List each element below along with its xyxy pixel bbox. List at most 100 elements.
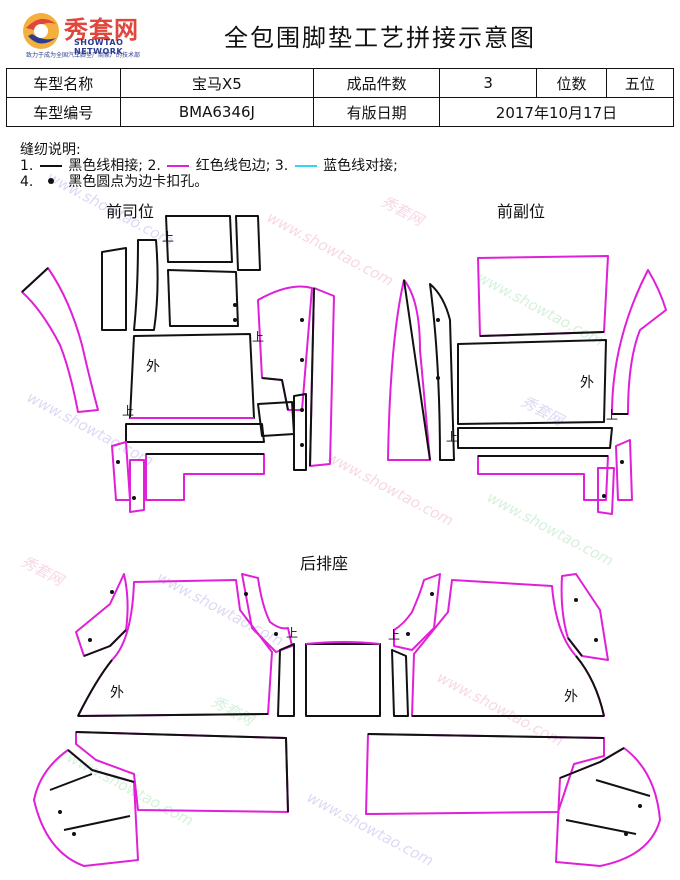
clip-hole-dot xyxy=(624,832,628,836)
clip-hole-dot xyxy=(436,318,440,322)
table-row: 车型名称 宝马X5 成品件数 3 位数 五位 xyxy=(6,68,675,98)
mark-outside: 外 xyxy=(146,359,160,375)
clip-hole-dot xyxy=(132,496,136,500)
black-line-icon xyxy=(39,165,62,167)
clip-hole-dot xyxy=(300,408,304,412)
red-line-icon xyxy=(167,165,190,167)
driver-bottom-left xyxy=(111,441,131,501)
driver-bottom-heel xyxy=(145,453,265,501)
rear-right-strip xyxy=(391,649,409,717)
notes-line-2: 4. 黑色圆点为边卡扣孔。 xyxy=(20,174,660,190)
sewing-notes: 缝纫说明: 1. 黑色线相接; 2. 红色线包边; 3. 蓝色线对接; 4. 黑… xyxy=(20,142,660,190)
label-seats: 位数 xyxy=(536,68,607,98)
passenger-side-left xyxy=(387,279,431,461)
note-num: 3. xyxy=(274,158,289,174)
value-seats: 五位 xyxy=(605,68,675,98)
rear-right-corner xyxy=(555,747,661,867)
driver-front-strip xyxy=(125,423,265,443)
clip-hole-dot xyxy=(300,318,304,322)
value-model-name: 宝马X5 xyxy=(119,68,315,98)
clip-hole-dot xyxy=(274,632,278,636)
note-num: 4. xyxy=(20,174,34,190)
mark-up: 上 xyxy=(388,628,401,642)
label-model-code: 车型编号 xyxy=(6,97,121,127)
logo-text: 秀套网 xyxy=(64,16,139,44)
driver-pillar-center xyxy=(133,239,159,331)
driver-side-flap xyxy=(21,267,99,413)
label-front-driver: 前司位 xyxy=(106,202,155,221)
label-front-passenger: 前副位 xyxy=(497,202,546,221)
rear-left-strip xyxy=(277,643,295,717)
driver-top-small xyxy=(235,215,261,271)
mark-up: 上 xyxy=(252,330,265,344)
driver-mid-block xyxy=(167,269,239,327)
clip-hole-dot xyxy=(110,590,114,594)
mark-outside: 外 xyxy=(564,689,578,705)
clip-holes xyxy=(58,303,642,836)
mark-outside: 外 xyxy=(110,685,124,701)
logo-swirl-icon xyxy=(23,13,59,49)
label-pattern-date: 有版日期 xyxy=(313,97,440,127)
passenger-top-panel xyxy=(477,255,609,337)
mark-up: 上 xyxy=(286,626,299,640)
notes-line-1: 1. 黑色线相接; 2. 红色线包边; 3. 蓝色线对接; xyxy=(20,158,660,174)
label-rear-seat: 后排座 xyxy=(300,554,349,573)
label-piece-count: 成品件数 xyxy=(313,68,440,98)
note-num: 2. xyxy=(147,158,161,174)
rear-left-side xyxy=(75,573,129,657)
driver-pillar-left xyxy=(101,247,127,331)
rear-right-side xyxy=(560,573,609,661)
page-title: 全包围脚垫工艺拼接示意图 xyxy=(224,24,536,52)
rear-left-lower xyxy=(75,731,289,813)
passenger-bottom-heel xyxy=(477,455,609,501)
clip-hole-dot xyxy=(244,592,248,596)
table-row: 车型编号 BMA6346J 有版日期 2017年10月17日 xyxy=(6,97,675,127)
clip-hole-dot xyxy=(406,632,410,636)
driver-top-strip xyxy=(165,215,233,263)
clip-hole-dot xyxy=(430,592,434,596)
clip-hole-dot xyxy=(638,804,642,808)
rear-left-hook xyxy=(241,573,293,653)
passenger-right-flap xyxy=(611,269,667,415)
note-blue-line: 蓝色线对接; xyxy=(323,158,398,174)
mark-up: 上 xyxy=(162,230,175,244)
note-dot: 黑色圆点为边卡扣孔。 xyxy=(68,174,209,190)
mark-outside: 外 xyxy=(580,375,594,391)
clip-hole-dot xyxy=(116,460,120,464)
clip-hole-dot xyxy=(233,303,237,307)
clip-hole-dot xyxy=(574,598,578,602)
clip-hole-dot xyxy=(300,358,304,362)
mark-up: 上 xyxy=(122,404,135,418)
rear-center-tunnel xyxy=(305,643,381,717)
clip-hole-dot xyxy=(594,638,598,642)
value-pattern-date: 2017年10月17日 xyxy=(438,97,675,127)
clip-hole-dot xyxy=(88,638,92,642)
logo-tagline: 致力于成为全国汽车脚垫厂商家厂的技术部 xyxy=(26,52,141,59)
note-black-line: 黑色线相接; xyxy=(68,158,143,174)
note-red-line: 红色线包边; xyxy=(195,158,271,174)
note-num: 1. xyxy=(20,158,34,174)
passenger-bottom-tab xyxy=(597,467,615,515)
clip-hole-dot xyxy=(300,443,304,447)
driver-bottom-tab xyxy=(129,459,145,513)
blue-line-icon xyxy=(294,165,317,167)
driver-main-mat xyxy=(129,333,255,419)
info-table: 车型名称 宝马X5 成品件数 3 位数 五位 车型编号 BMA6346J 有版日… xyxy=(6,68,675,127)
clip-hole-dot xyxy=(233,318,237,322)
value-piece-count: 3 xyxy=(438,68,538,98)
logo-sub: SHOWTAO NETWORK xyxy=(74,38,124,56)
value-model-code: BMA6346J xyxy=(119,97,315,127)
passenger-side-strip xyxy=(429,283,455,461)
brand-logo: 秀套网 SHOWTAO NETWORK 致力于成为全国汽车脚垫厂商家厂的技术部 xyxy=(18,8,168,59)
rear-left-corner xyxy=(33,749,139,867)
rear-right-hook xyxy=(393,573,441,651)
passenger-bottom-right xyxy=(615,439,633,501)
clip-hole-dot xyxy=(620,460,624,464)
clip-hole-dot xyxy=(436,376,440,380)
passenger-main-mat xyxy=(457,339,607,425)
mark-up: 上 xyxy=(606,408,619,422)
clip-hole-dot xyxy=(72,832,76,836)
notes-heading: 缝纫说明: xyxy=(20,142,81,158)
passenger-front-strip xyxy=(457,427,613,449)
